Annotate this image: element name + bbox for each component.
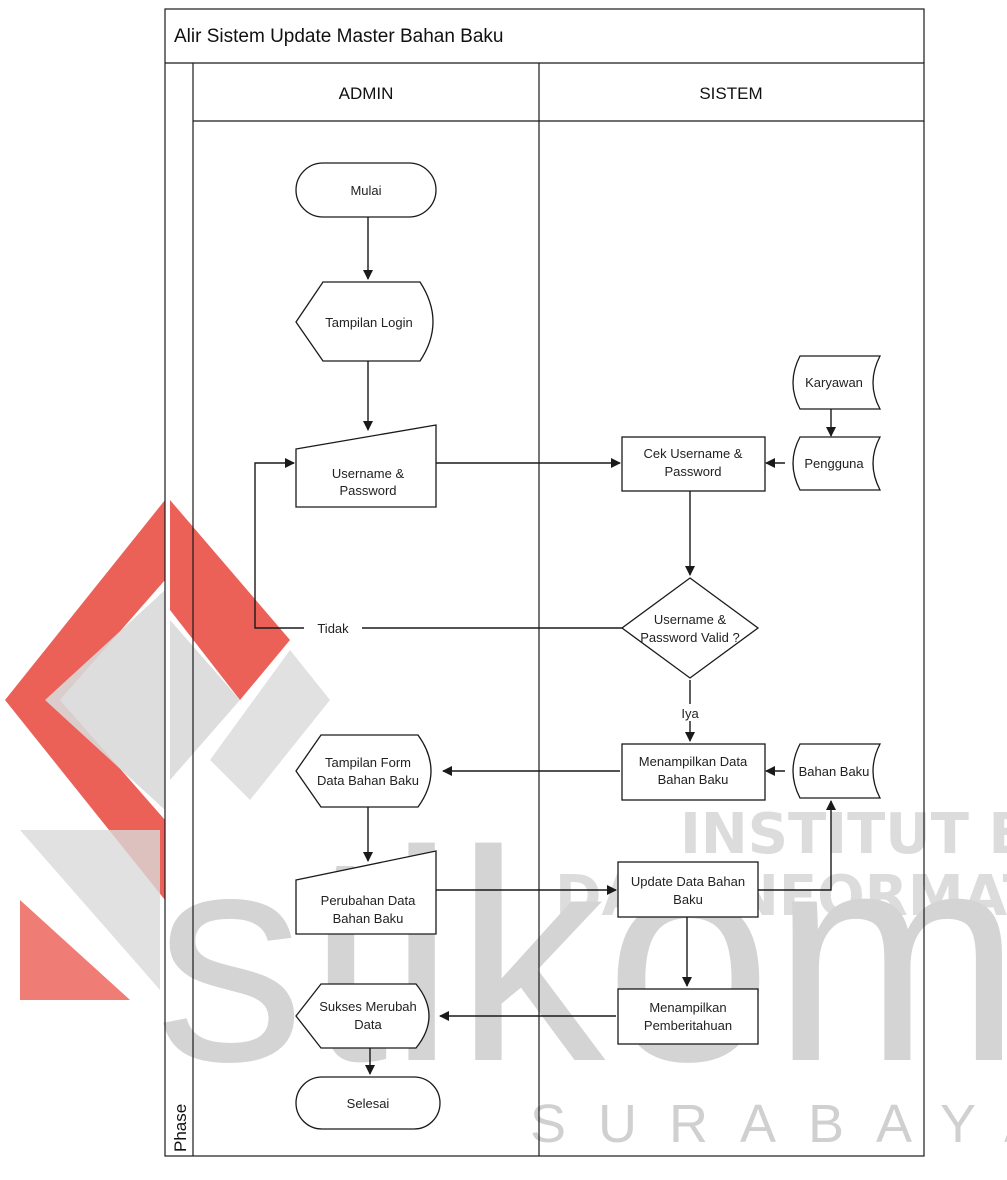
- watermark-logo-icon: [5, 500, 330, 1000]
- edge-label-iya: Iya: [681, 706, 699, 721]
- watermark-line1: INSTITUT BISNIS: [680, 802, 1007, 867]
- phase-label: Phase: [171, 1104, 190, 1152]
- node-bahan-baku-db-label: Bahan Baku: [799, 764, 870, 779]
- node-mulai: Mulai: [295, 162, 437, 218]
- node-tampilan-form: Tampilan Form Data Bahan Baku: [295, 734, 432, 808]
- node-selesai-label: Selesai: [347, 1096, 390, 1111]
- node-cek-username-line2: Password: [664, 464, 721, 479]
- node-username-input-line2: Password: [339, 483, 396, 498]
- swimlane-frame: [164, 8, 925, 1157]
- watermark-logo-text: stikom: [155, 788, 1007, 1124]
- node-sukses: Sukses Merubah Data: [295, 983, 430, 1049]
- node-sukses-line1: Sukses Merubah: [319, 999, 417, 1014]
- node-perubahan-data-line1: Perubahan Data: [321, 893, 416, 908]
- node-tampilan-form-line2: Data Bahan Baku: [317, 773, 419, 788]
- node-menampilkan-pemberitahuan-line1: Menampilkan: [649, 1000, 726, 1015]
- lane-header-admin: ADMIN: [339, 84, 394, 103]
- node-update-data-line1: Update Data Bahan: [631, 874, 745, 889]
- node-tampilan-login: Tampilan Login: [295, 281, 434, 362]
- edge-tidak-loop: [254, 458, 623, 629]
- node-mulai-label: Mulai: [350, 183, 381, 198]
- edge-label-tidak: Tidak: [317, 621, 349, 636]
- node-karyawan: Karyawan: [792, 355, 882, 410]
- node-menampilkan-data-line2: Bahan Baku: [658, 772, 729, 787]
- node-valid-decision: Username & Password Valid ?: [620, 577, 760, 679]
- node-update-data-line2: Baku: [673, 892, 703, 907]
- node-valid-decision-line2: Password Valid ?: [640, 630, 739, 645]
- lane-header-sistem: SISTEM: [699, 84, 762, 103]
- node-menampilkan-data-line1: Menampilkan Data: [639, 754, 748, 769]
- watermark: INSTITUT BISNIS DAN INFORMATIKA stikom S…: [5, 500, 1007, 1154]
- diagram-title: Alir Sistem Update Master Bahan Baku: [174, 26, 504, 47]
- node-pengguna-label: Pengguna: [804, 456, 864, 471]
- node-perubahan-data-line2: Bahan Baku: [333, 911, 404, 926]
- node-cek-username: Cek Username & Password: [621, 436, 766, 492]
- node-tampilan-form-line1: Tampilan Form: [325, 755, 411, 770]
- node-menampilkan-data: Menampilkan Data Bahan Baku: [621, 743, 766, 801]
- node-pengguna: Pengguna: [792, 436, 882, 491]
- node-valid-decision-line1: Username &: [654, 612, 727, 627]
- node-sukses-line2: Data: [354, 1017, 382, 1032]
- node-update-data: Update Data Bahan Baku: [617, 861, 759, 918]
- node-selesai: Selesai: [295, 1076, 441, 1130]
- node-menampilkan-pemberitahuan-line2: Pemberitahuan: [644, 1018, 732, 1033]
- node-bahan-baku-db: Bahan Baku: [792, 743, 882, 799]
- node-karyawan-label: Karyawan: [805, 375, 863, 390]
- node-tampilan-login-label: Tampilan Login: [325, 315, 412, 330]
- node-username-input-line1: Username &: [332, 466, 405, 481]
- node-cek-username-line1: Cek Username &: [644, 446, 743, 461]
- flow-edges: [254, 217, 836, 1075]
- edge-update-db: [758, 800, 836, 891]
- node-menampilkan-pemberitahuan: Menampilkan Pemberitahuan: [617, 988, 759, 1045]
- node-username-input: Username & Password: [295, 424, 437, 508]
- node-perubahan-data: Perubahan Data Bahan Baku: [295, 850, 437, 935]
